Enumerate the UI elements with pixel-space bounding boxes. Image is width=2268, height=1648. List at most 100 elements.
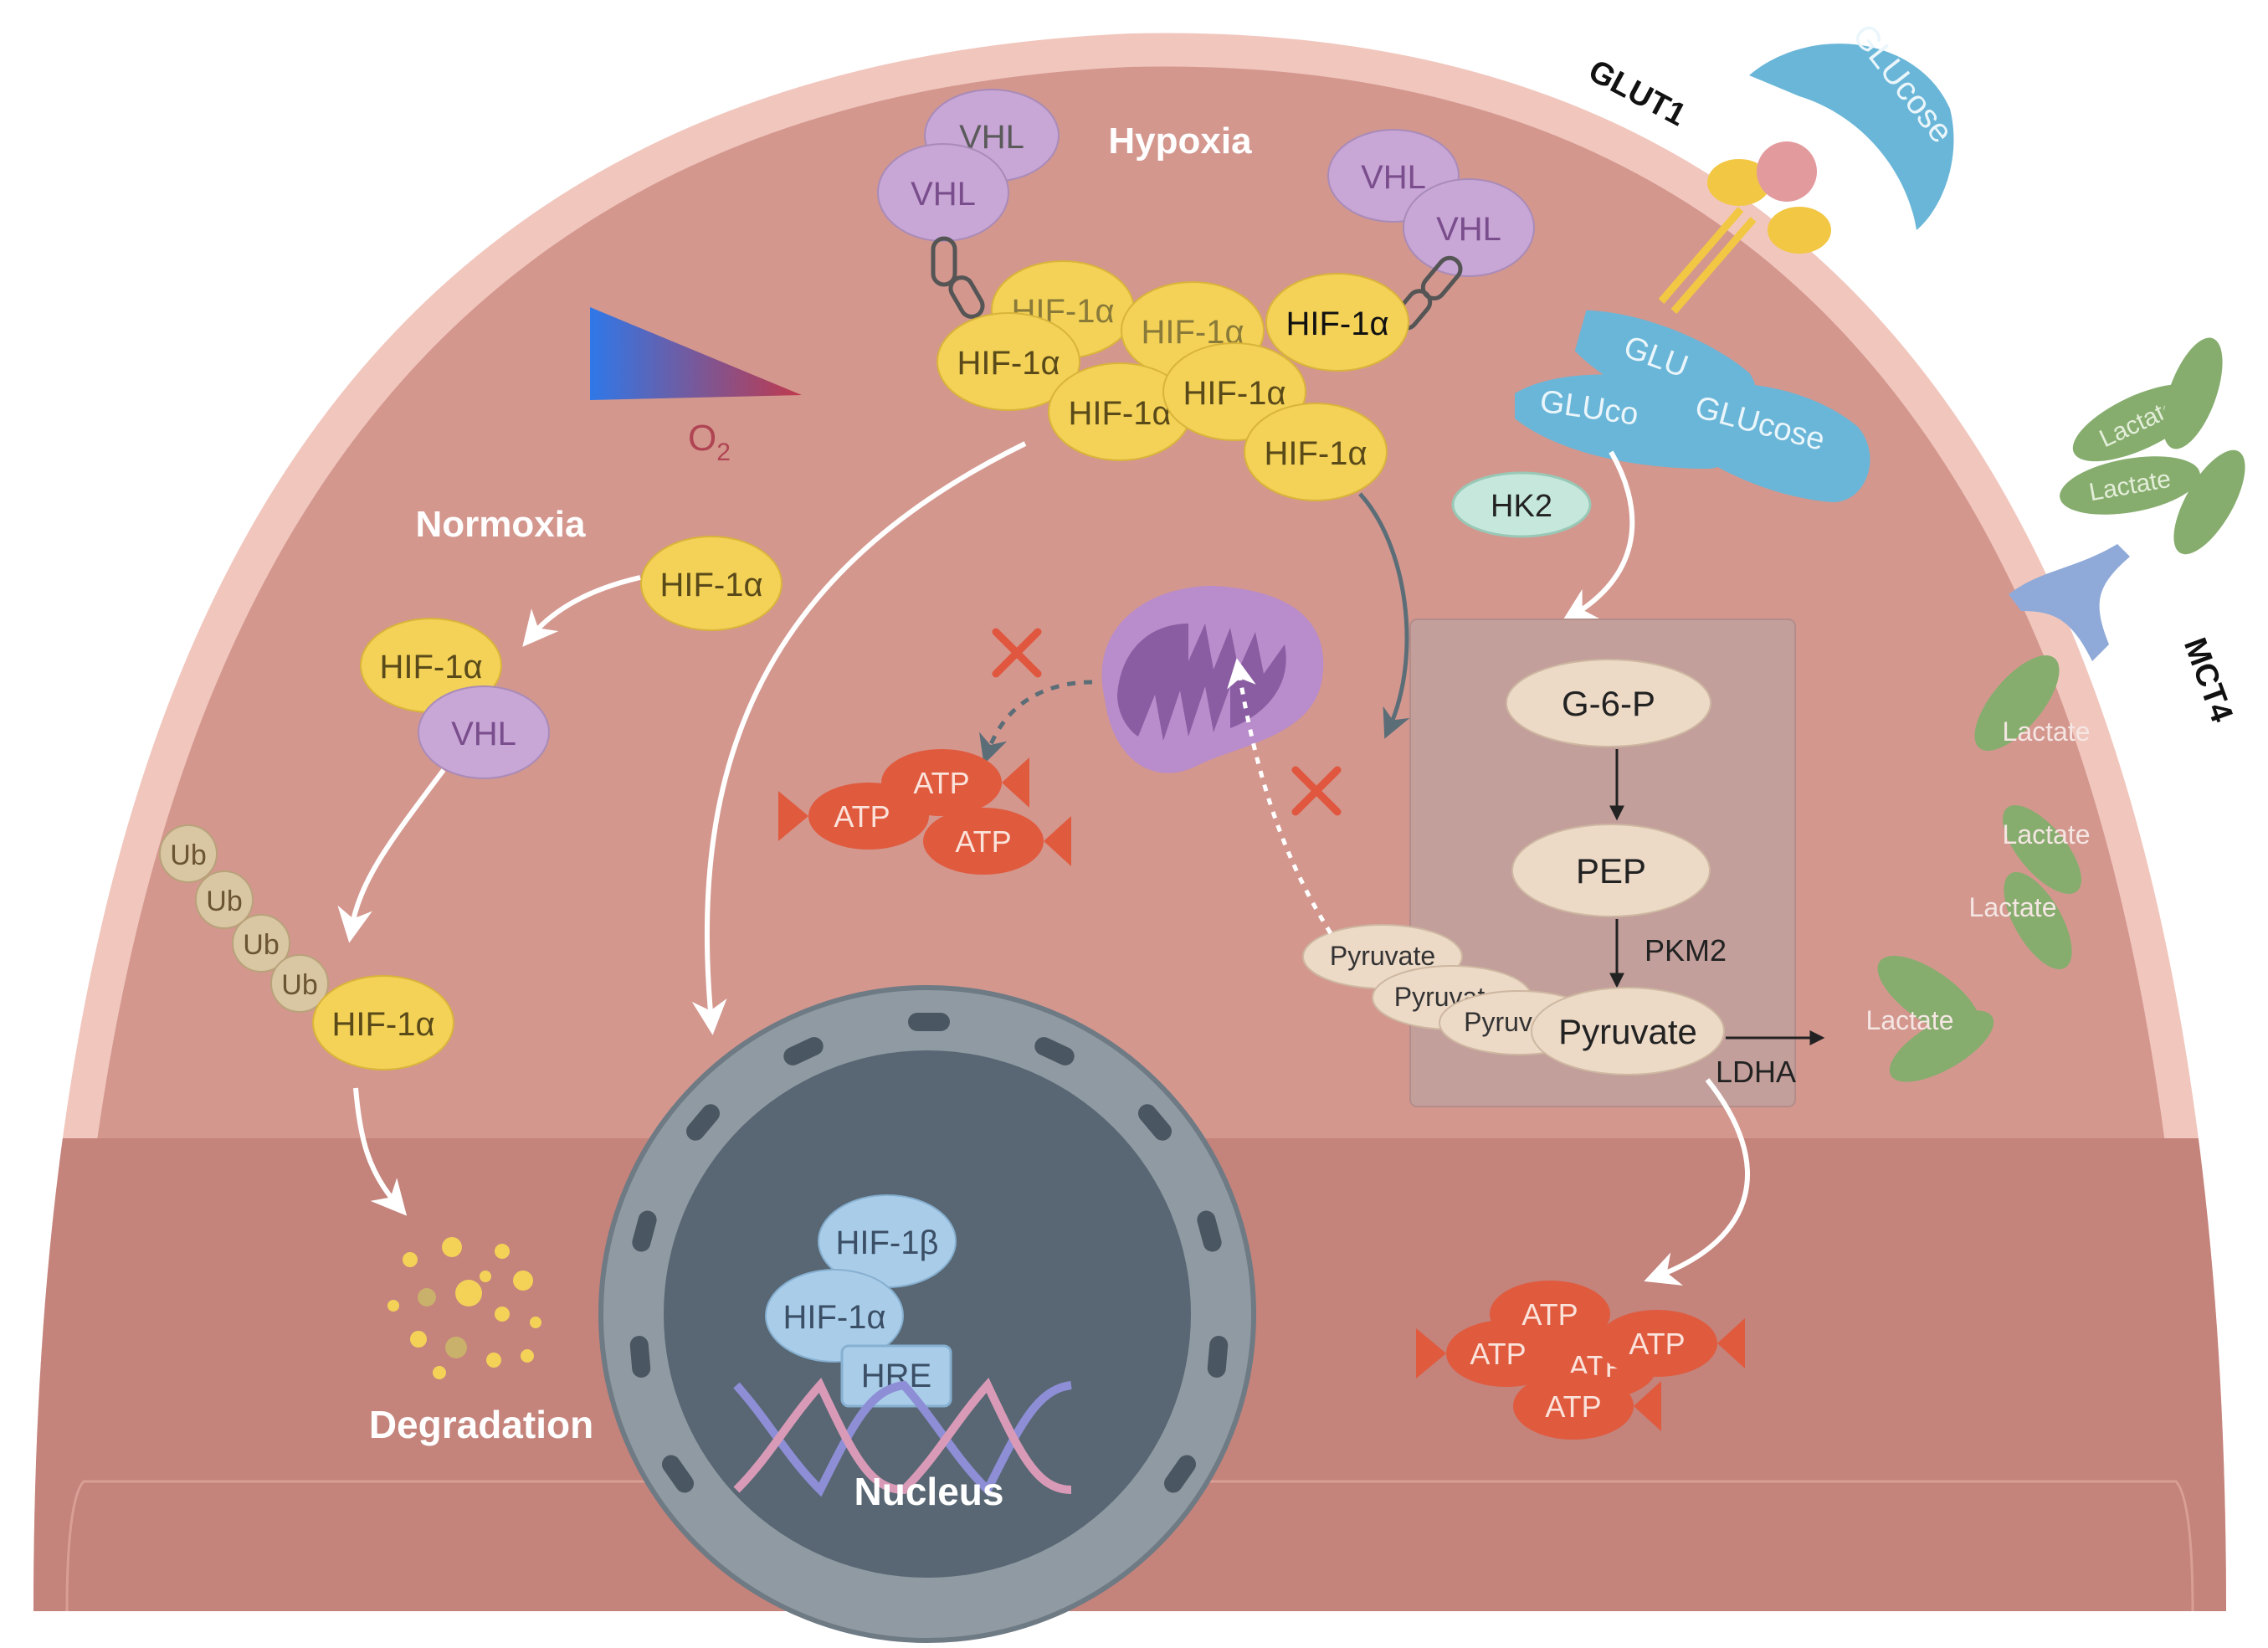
- atp-label: ATP: [1545, 1389, 1601, 1424]
- oxygen-gradient-triangle: [590, 307, 802, 400]
- lactate-label: Lactate: [2003, 819, 2091, 850]
- nuclear-interior: [664, 1050, 1191, 1578]
- hre-element: [840, 1344, 952, 1408]
- hif1a-label: HIF-1α: [957, 345, 1060, 382]
- arrow-vhl-to-ub: [337, 768, 446, 943]
- vhl-molecule: [1403, 178, 1535, 277]
- pyruvate-label: Pyruv: [1464, 1007, 1532, 1037]
- hypoxia-hif-cluster: VHL VHL VHL VHL HIF-1α HIF-1α HIF-1α HIF…: [877, 89, 1535, 501]
- g6p-node: [1506, 659, 1711, 747]
- pyruvate-main-label: Pyruvate: [1558, 1012, 1697, 1051]
- atp-label: ATP: [913, 766, 969, 800]
- o2-label: O2: [688, 418, 731, 466]
- inhibit-x-icon: [992, 628, 1042, 678]
- arrow-hif-to-glycolysis: [1358, 492, 1410, 739]
- atp-cluster-glycolysis: ATP ATP ATP ATP ATP: [1416, 1281, 1745, 1440]
- glut1-lobe-right: [1768, 207, 1831, 254]
- atp-candy: [881, 749, 1002, 816]
- vhl-molecule: [877, 143, 1009, 242]
- atp-candy-wrap: [1634, 1381, 1661, 1431]
- lactate-blob: [2004, 871, 2072, 970]
- hk2-label: HK2: [1491, 489, 1552, 524]
- inhibit-x-icon: [1291, 766, 1342, 816]
- ldha-label: LDHA: [1716, 1055, 1796, 1089]
- vhl-label: VHL: [911, 176, 976, 213]
- mitochondrion: [1101, 586, 1324, 773]
- glucose-cluster-inside: GLU GLUco GLUcose: [1515, 310, 1870, 502]
- hypoxia-label: Hypoxia: [1108, 121, 1252, 162]
- ub-molecule: [195, 870, 254, 929]
- broken-link-icon: [948, 275, 985, 319]
- atp-candy-wrap: [1416, 1328, 1446, 1378]
- lactate-label-ldha-product: Lactate: [1866, 1005, 1954, 1035]
- glut1-lobe-left: [1707, 159, 1771, 206]
- atp-candy: [923, 808, 1044, 875]
- ub-label: Ub: [206, 886, 242, 917]
- atp-candy: [1513, 1373, 1634, 1440]
- hif1a-molecule: [1265, 273, 1409, 372]
- ub-molecule: [232, 914, 290, 973]
- degradation-particles: [387, 1237, 541, 1379]
- hif1a-label: HIF-1α: [331, 1006, 434, 1043]
- hif1a-label: HIF-1α: [379, 649, 482, 685]
- g6p-label: G-6-P: [1562, 684, 1655, 723]
- hif1a-molecule: [312, 975, 454, 1070]
- lactate-cluster-inside: Lactate Lactate Lactate Lactate: [1866, 655, 2091, 1082]
- pep-label: PEP: [1576, 851, 1646, 891]
- glut1-transporter: GLUT1 GLUcose: [1583, 18, 1960, 314]
- mitochondrion-cristae: [1117, 624, 1286, 741]
- nucleus: HIF-1β HIF-1α HRE Nucleus: [598, 985, 1256, 1643]
- degradation-label: Degradation: [369, 1403, 593, 1446]
- lactate-label: Lactate: [2003, 716, 2091, 747]
- normoxia-pathway: HIF-1α HIF-1α VHL Ub Ub Ub Ub HIF-1α Deg…: [159, 536, 783, 1446]
- mct4-shape: [2009, 544, 2130, 661]
- arrow-pyruvate-to-atp: [1644, 1078, 1750, 1286]
- atp-label: ATP: [834, 799, 890, 834]
- atp-candy-wrap: [778, 791, 808, 841]
- pkm2-label: PKM2: [1645, 933, 1727, 968]
- ub-label: Ub: [243, 929, 279, 961]
- arrow-hif-to-vhl: [522, 575, 641, 647]
- lactate-blob: [2003, 805, 2081, 894]
- vhl-label: VHL: [1361, 159, 1426, 196]
- atp-label: ATP: [1629, 1327, 1685, 1361]
- lactate-cluster-outside: Lactate Lactate: [2060, 337, 2245, 555]
- vhl-label: VHL: [451, 716, 516, 752]
- atp-candy: [1597, 1310, 1717, 1377]
- nucleus-label: Nucleus: [854, 1470, 1004, 1513]
- arrow-to-degradation: [353, 1087, 408, 1216]
- broken-link-icon: [931, 236, 957, 287]
- lactate-blob: [2163, 337, 2223, 449]
- hif1a-molecule: [640, 536, 783, 631]
- lactate-blob: [2060, 456, 2200, 515]
- vhl-label: VHL: [1436, 211, 1501, 248]
- glut1-glucose-bound: [1757, 141, 1817, 202]
- hif1a-molecule: [936, 312, 1080, 411]
- ub-label: Ub: [170, 839, 206, 871]
- hif1a-label: HIF-1α: [1068, 395, 1171, 432]
- atp-candy-wrap: [1044, 816, 1071, 866]
- atp-candy-wrap: [1717, 1318, 1745, 1368]
- lactate-blob: [1974, 655, 2060, 751]
- hif1a-nuclear-molecule: [765, 1269, 904, 1363]
- atp-label: ATP: [955, 824, 1011, 859]
- glut1-stem: [1658, 207, 1757, 314]
- mct4-label: MCT4: [2177, 634, 2240, 727]
- pep-node: [1511, 824, 1711, 917]
- hif1a-label: HIF-1α: [1285, 305, 1388, 342]
- lactate-blob: [1889, 1010, 1994, 1082]
- normoxia-label: Normoxia: [416, 504, 586, 545]
- glucose-molecule: [1665, 383, 1870, 502]
- glucose-outside: [1749, 44, 1954, 230]
- hif1b-label: HIF-1β: [835, 1224, 938, 1261]
- arrow-glucose-to-g6p: [1561, 450, 1635, 623]
- atp-candy: [1490, 1281, 1610, 1348]
- atp-label: ATP: [1470, 1337, 1526, 1371]
- vhl-molecule: [418, 685, 550, 779]
- ub-molecule: [159, 824, 218, 883]
- oxygen-gradient: O2: [590, 307, 802, 466]
- inhibited-arrow-mito-to-atp: [979, 680, 1093, 765]
- ub-label: Ub: [281, 969, 317, 1001]
